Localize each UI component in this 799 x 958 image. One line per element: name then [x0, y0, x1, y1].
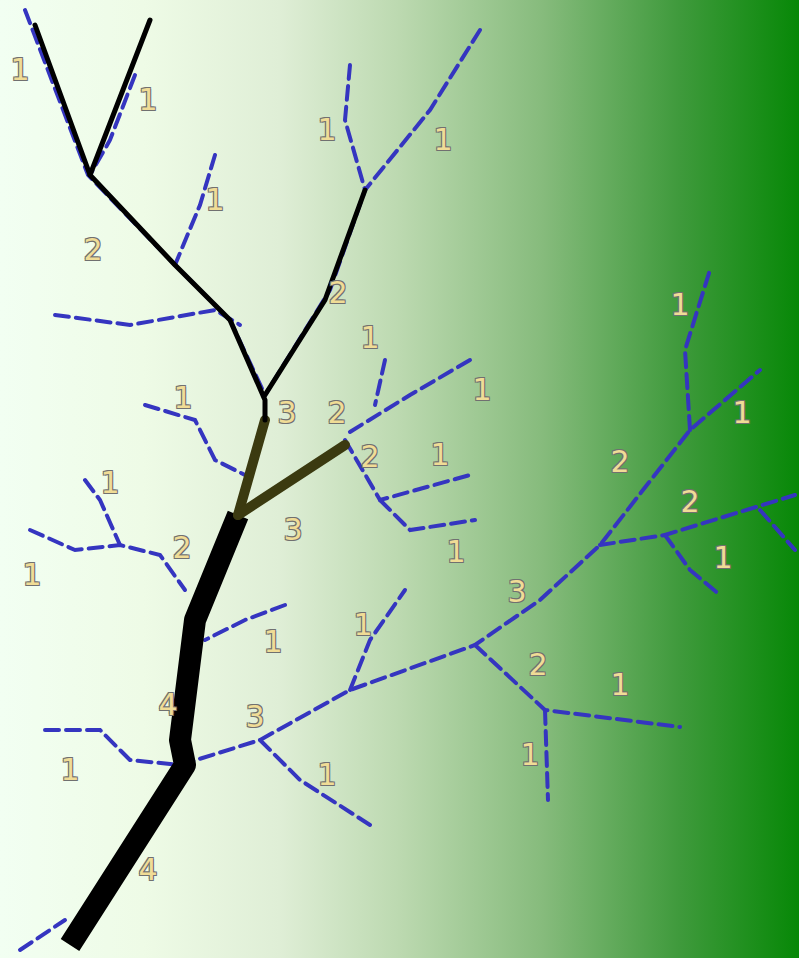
stream-order-number: 1: [732, 398, 751, 428]
stream-order-number: 1: [353, 610, 372, 640]
stream-order-number: 1: [446, 537, 465, 567]
stream-order-number: 2: [680, 487, 699, 517]
stream-order-number: 1: [472, 375, 491, 405]
stream-order-number: 1: [263, 627, 282, 657]
stream-order-number: 1: [430, 440, 449, 470]
stream-order-number: 4: [158, 690, 177, 720]
stream-order-number: 1: [317, 115, 336, 145]
stream-order-number: 1: [10, 55, 29, 85]
stream-order-number: 1: [433, 125, 452, 155]
stream-order-number: 3: [283, 515, 302, 545]
stream-order-number: 1: [100, 468, 119, 498]
stream-order-number: 1: [360, 323, 379, 353]
stream-order-number: 2: [328, 278, 347, 308]
stream-order-number: 3: [507, 577, 526, 607]
stream-order-number: 2: [83, 235, 102, 265]
stream-order-number: 1: [670, 290, 689, 320]
stream-order-number: 2: [172, 533, 191, 563]
stream-order-number: 2: [360, 442, 379, 472]
stream-order-number: 1: [173, 383, 192, 413]
stream-order-number: 1: [22, 560, 41, 590]
stream-order-number: 1: [138, 85, 157, 115]
stream-order-number: 2: [528, 650, 547, 680]
stream-order-number: 1: [317, 760, 336, 790]
stream-order-number: 3: [277, 398, 296, 428]
stream-order-number: 1: [520, 740, 539, 770]
stream-order-number: 3: [245, 702, 264, 732]
stream-order-number: 2: [327, 398, 346, 428]
stream-order-number: 2: [610, 447, 629, 477]
stream-order-number: 1: [205, 185, 224, 215]
stream-order-number: 1: [610, 670, 629, 700]
stream-order-number: 1: [713, 543, 732, 573]
stream-order-number: 4: [138, 855, 157, 885]
stream-order-number: 1: [60, 755, 79, 785]
